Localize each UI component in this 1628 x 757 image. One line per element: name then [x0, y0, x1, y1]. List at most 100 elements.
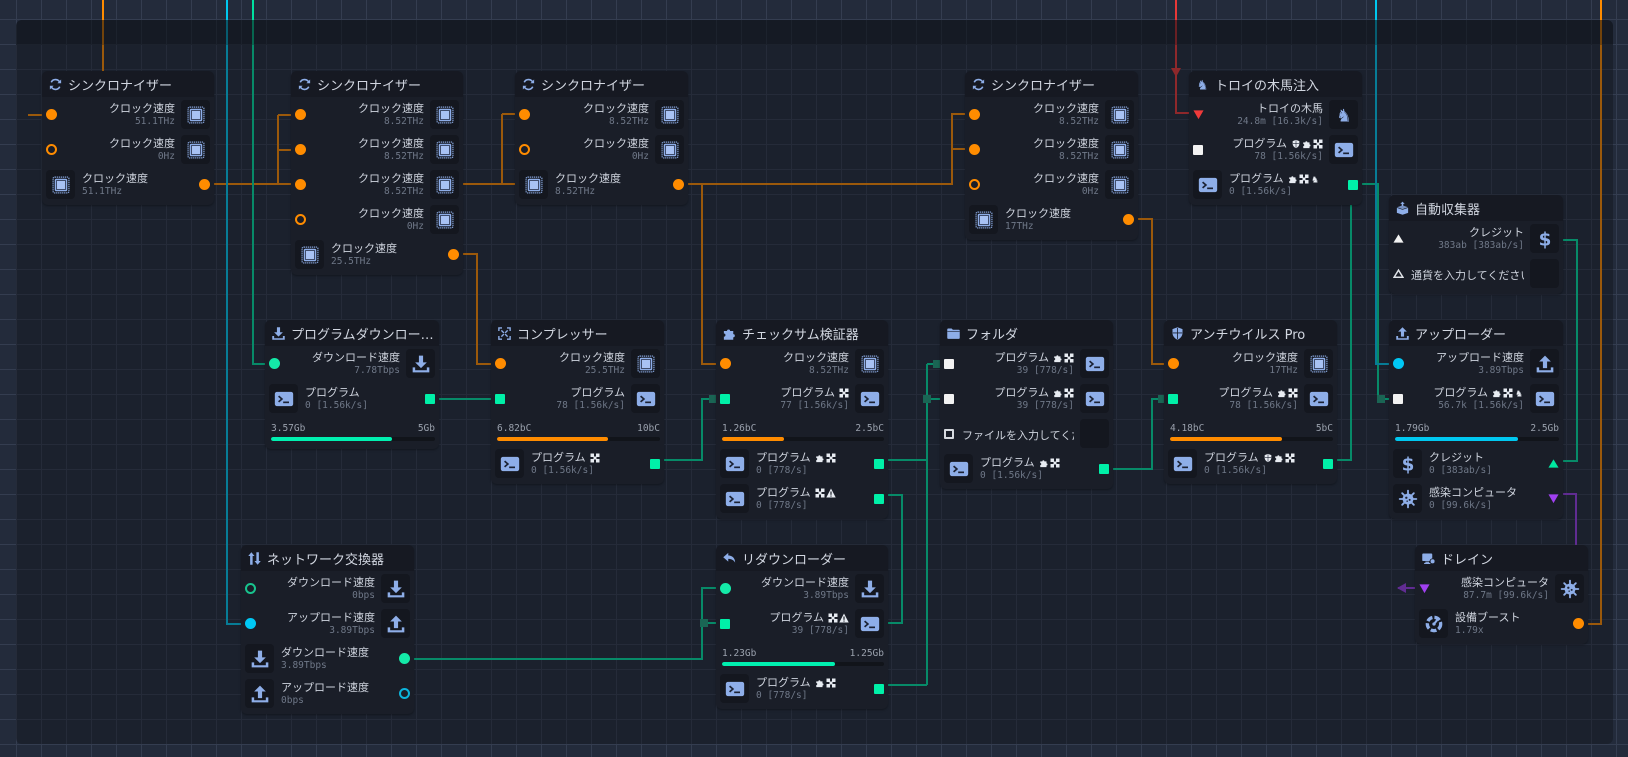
clock-input-port[interactable] — [969, 109, 980, 120]
infected-input-port[interactable] — [1419, 583, 1430, 594]
clock-output-port[interactable] — [448, 249, 459, 260]
clock-input-port[interactable] — [295, 214, 306, 225]
node-header[interactable]: シンクロナイザー — [291, 71, 463, 97]
node-header[interactable]: アップローダー — [1389, 320, 1563, 346]
clock-input-port[interactable] — [969, 179, 980, 190]
node-header[interactable]: リダウンローダー — [716, 545, 888, 571]
program-output-port[interactable] — [874, 493, 884, 504]
terminal-icon — [269, 384, 298, 413]
clock-input-port[interactable] — [1168, 358, 1179, 369]
clock-output-port[interactable] — [199, 179, 210, 190]
clock-input-port[interactable] — [969, 144, 980, 155]
node-header[interactable]: プログラムダウンロー… — [265, 320, 439, 346]
file-input-placeholder[interactable]: ファイルを入力してくだ — [962, 429, 1074, 442]
wire-junction[interactable] — [1158, 395, 1166, 403]
clock-output-port[interactable] — [1123, 214, 1134, 225]
program-tags — [1288, 174, 1320, 184]
clock-input-port[interactable] — [46, 144, 57, 155]
program-input-port[interactable] — [1168, 393, 1178, 404]
node-header[interactable]: シンクロナイザー — [515, 71, 688, 97]
empty-slot[interactable] — [1080, 419, 1109, 448]
clock-input-port[interactable] — [720, 358, 731, 369]
port-value: 0Hz — [631, 151, 649, 162]
currency-input-placeholder[interactable]: 通貨を入力してください — [1411, 269, 1524, 282]
program-output-port[interactable] — [1348, 179, 1358, 190]
clock-input-port[interactable] — [295, 144, 306, 155]
wire-junction[interactable] — [933, 360, 941, 368]
port-label: プログラム — [570, 386, 625, 399]
upload-output-port[interactable] — [399, 688, 410, 699]
download-input-port[interactable] — [245, 583, 256, 594]
credit-output-port[interactable] — [1548, 458, 1559, 469]
port-value: 8.52THz — [383, 116, 424, 127]
sync-icon — [48, 77, 63, 92]
program-input-port[interactable] — [1393, 393, 1403, 404]
currency-input-port[interactable] — [1393, 268, 1404, 279]
program-input-port[interactable] — [944, 358, 954, 369]
node-header[interactable]: シンクロナイザー — [965, 71, 1138, 97]
clock-input-port[interactable] — [46, 109, 57, 120]
download-input-port[interactable] — [269, 358, 280, 369]
node-header[interactable]: チェックサム検証器 — [716, 320, 888, 346]
program-input-port[interactable] — [495, 393, 505, 404]
clock-input-port[interactable] — [519, 144, 530, 155]
node-header[interactable]: フォルダ — [940, 320, 1113, 346]
clock-output-port[interactable] — [673, 179, 684, 190]
program-output-port[interactable] — [1323, 458, 1333, 469]
upload-input-port[interactable] — [1393, 358, 1404, 369]
infected-output-port[interactable] — [1548, 493, 1559, 504]
program-output-port[interactable] — [1099, 463, 1109, 474]
port-label: クロック速度 — [1033, 172, 1099, 185]
node-header[interactable]: 自動収集器 — [1389, 195, 1563, 221]
program-input-port[interactable] — [1193, 144, 1203, 155]
node-header[interactable]: アンチウイルス Pro — [1164, 320, 1337, 346]
node-header[interactable]: コンプレッサー — [491, 320, 664, 346]
clock-input-port[interactable] — [295, 109, 306, 120]
program-input-port[interactable] — [944, 393, 954, 404]
port-value: 17THz — [1005, 221, 1034, 232]
program-output-port[interactable] — [425, 393, 435, 404]
node-header[interactable]: トロイの木馬注入 — [1189, 71, 1362, 97]
program-output-port[interactable] — [874, 458, 884, 469]
program-output-port[interactable] — [874, 683, 884, 694]
credit-input-port[interactable] — [1393, 233, 1404, 244]
port-value: 39 [778/s] — [1016, 365, 1074, 376]
node-header[interactable]: シンクロナイザー — [42, 71, 214, 97]
trojan-input-port[interactable] — [1193, 109, 1204, 120]
terminal-icon — [720, 674, 749, 703]
download-input-port[interactable] — [720, 583, 731, 594]
program-output-port[interactable] — [650, 458, 660, 469]
node-header[interactable]: ネットワーク交換器 — [241, 545, 414, 571]
program-input-port[interactable] — [720, 618, 730, 629]
program-input-port[interactable] — [720, 393, 730, 404]
clock-input-port[interactable] — [495, 358, 506, 369]
wire-junction[interactable] — [700, 619, 708, 627]
upload-input-port[interactable] — [245, 618, 256, 629]
download-output-port[interactable] — [399, 653, 410, 664]
wire-junction[interactable] — [1377, 395, 1385, 403]
empty-slot[interactable] — [1530, 259, 1559, 288]
clock-input-port[interactable] — [519, 109, 530, 120]
clock-input-port[interactable] — [295, 179, 306, 190]
wire-junction[interactable] — [709, 395, 717, 403]
boost-output-port[interactable] — [1573, 618, 1584, 629]
node-header[interactable]: ドレイン — [1415, 545, 1588, 571]
port-label: プログラム — [780, 386, 835, 399]
wire-junction[interactable] — [923, 395, 931, 403]
file-input-port[interactable] — [944, 428, 954, 439]
